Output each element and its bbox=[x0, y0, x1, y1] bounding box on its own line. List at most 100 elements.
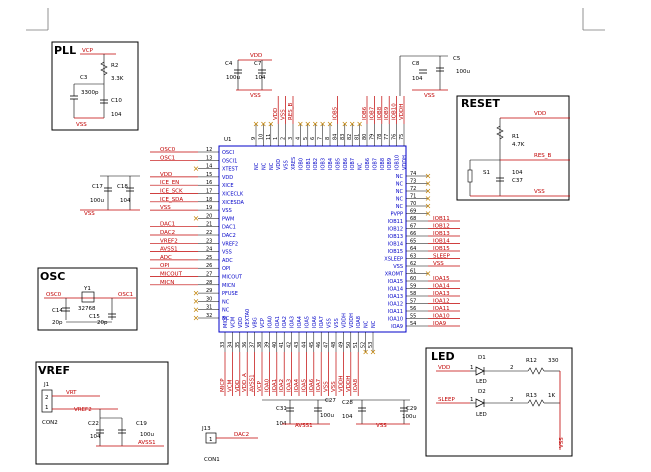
pin-number: 72 bbox=[410, 186, 416, 192]
pin-number: 22 bbox=[206, 230, 212, 236]
svg-text:C37: C37 bbox=[512, 178, 523, 184]
pin-name: IOA12 bbox=[388, 302, 403, 308]
pin-number: 31 bbox=[206, 305, 212, 311]
reset-title: RESET bbox=[461, 97, 500, 110]
pin-number: 42 bbox=[287, 342, 293, 348]
net-label: MICN bbox=[160, 280, 174, 286]
svg-text:2: 2 bbox=[45, 395, 49, 401]
pin-number: 75 bbox=[399, 134, 405, 140]
svg-text:VREF2: VREF2 bbox=[74, 407, 92, 413]
net-label: VSS bbox=[433, 261, 444, 267]
pin-name: XICE bbox=[222, 183, 234, 189]
pin-number: 24 bbox=[206, 247, 212, 253]
pin-name: PFUSE bbox=[222, 291, 238, 297]
pin-name: NC bbox=[261, 162, 267, 170]
svg-text:C19: C19 bbox=[136, 421, 147, 427]
pin-name: DAC2 bbox=[222, 233, 236, 239]
net-label: IOB11 bbox=[433, 216, 450, 222]
pin-name: VBG bbox=[253, 317, 259, 328]
pin-name: NC bbox=[222, 316, 230, 322]
pin-number: 80 bbox=[362, 134, 368, 140]
no-connect-mark bbox=[193, 307, 199, 312]
net-label: AVSS1 bbox=[250, 374, 256, 392]
svg-text:LED: LED bbox=[476, 412, 487, 418]
pin-number: 18 bbox=[206, 197, 212, 203]
svg-text:VSS: VSS bbox=[534, 189, 545, 195]
pin-name: ADC bbox=[222, 258, 233, 264]
pin-number: 15 bbox=[206, 172, 212, 178]
pin-number: 9 bbox=[251, 137, 257, 140]
pin-name: IOB5 bbox=[335, 158, 341, 170]
net-label: VDDH bbox=[338, 376, 344, 392]
svg-text:1: 1 bbox=[45, 405, 49, 411]
pin-number: 28 bbox=[206, 280, 212, 286]
pin-name: XICECLK bbox=[222, 192, 244, 198]
pin-number: 1 bbox=[273, 137, 279, 140]
pin-number: 14 bbox=[206, 164, 212, 170]
no-connect-mark bbox=[193, 299, 199, 304]
svg-text:VSS: VSS bbox=[84, 211, 95, 217]
pin-number: 65 bbox=[410, 239, 416, 245]
svg-text:100u: 100u bbox=[226, 75, 240, 81]
net-label: VDD bbox=[235, 380, 241, 392]
svg-text:20p: 20p bbox=[97, 320, 108, 326]
pin-number: 81 bbox=[355, 134, 361, 140]
j13-connector: J13 1 DAC2 CON1 bbox=[201, 426, 258, 463]
pin-number: 35 bbox=[235, 342, 241, 348]
pin-name: IOB12 bbox=[388, 227, 403, 233]
pin-number: 40 bbox=[272, 342, 278, 348]
no-connect-mark bbox=[193, 166, 199, 171]
pin-name: NC bbox=[396, 189, 404, 195]
net-label: IOB8 bbox=[377, 106, 383, 120]
svg-text:20p: 20p bbox=[52, 320, 63, 326]
pin-number: 41 bbox=[279, 342, 285, 348]
pin-number: 78 bbox=[377, 134, 383, 140]
pin-name: IOB15 bbox=[388, 249, 403, 255]
svg-text:VSS: VSS bbox=[376, 423, 387, 429]
pin-name: IOA7 bbox=[319, 316, 325, 328]
pin-name: IOB7 bbox=[350, 158, 356, 170]
pin-number: 69 bbox=[410, 209, 416, 215]
pin-number: 8 bbox=[325, 137, 331, 140]
net-label: VREF2 bbox=[160, 238, 178, 244]
pin-name: IOB6 bbox=[343, 158, 349, 170]
pin-name: PVPP bbox=[391, 212, 403, 218]
pin-name: NC bbox=[371, 320, 377, 328]
net-label: VCP bbox=[257, 380, 263, 392]
net-label: IOA15 bbox=[433, 276, 450, 282]
svg-text:C5: C5 bbox=[453, 56, 461, 62]
pin-number: 54 bbox=[410, 321, 416, 327]
svg-text:C10: C10 bbox=[111, 98, 122, 104]
osc-block: OSC OSC0 OSC1 Y1 32768 C14 20p C15 20p bbox=[37, 267, 138, 331]
pin-name: IOA0 bbox=[267, 316, 273, 328]
pin-name: VSS bbox=[222, 250, 232, 256]
vref-title: VREF bbox=[38, 364, 70, 377]
svg-text:AVSS1: AVSS1 bbox=[295, 423, 313, 429]
svg-text:1K: 1K bbox=[548, 393, 555, 399]
no-connect-mark bbox=[425, 173, 431, 179]
net-label: VSS bbox=[160, 205, 171, 211]
svg-text:3.3K: 3.3K bbox=[111, 76, 124, 82]
net-label: VDDH bbox=[399, 104, 405, 120]
svg-text:VSS: VSS bbox=[559, 437, 565, 448]
led-title: LED bbox=[431, 350, 455, 363]
net-label: IOB13 bbox=[433, 231, 450, 237]
net-label: MICP bbox=[220, 378, 226, 392]
no-connect-mark bbox=[268, 121, 274, 127]
svg-text:J1: J1 bbox=[43, 382, 49, 388]
net-label: IOA0 bbox=[264, 378, 270, 392]
no-connect-mark bbox=[320, 121, 325, 127]
svg-text:C28: C28 bbox=[342, 400, 353, 406]
pin-name: IOB3 bbox=[321, 158, 327, 170]
pin-number: 58 bbox=[410, 291, 416, 297]
net-label: VSS bbox=[281, 109, 287, 120]
pin-number: 64 bbox=[410, 246, 416, 252]
pin-name: OSCI bbox=[222, 150, 234, 156]
net-label: ADC bbox=[160, 255, 172, 261]
pin-number: 30 bbox=[206, 296, 212, 302]
pin-number: 56 bbox=[410, 306, 416, 312]
net-label: IOB6 bbox=[362, 106, 368, 120]
pll-title: PLL bbox=[54, 44, 76, 57]
svg-text:CON2: CON2 bbox=[42, 420, 58, 426]
osc-title: OSC bbox=[40, 270, 65, 283]
